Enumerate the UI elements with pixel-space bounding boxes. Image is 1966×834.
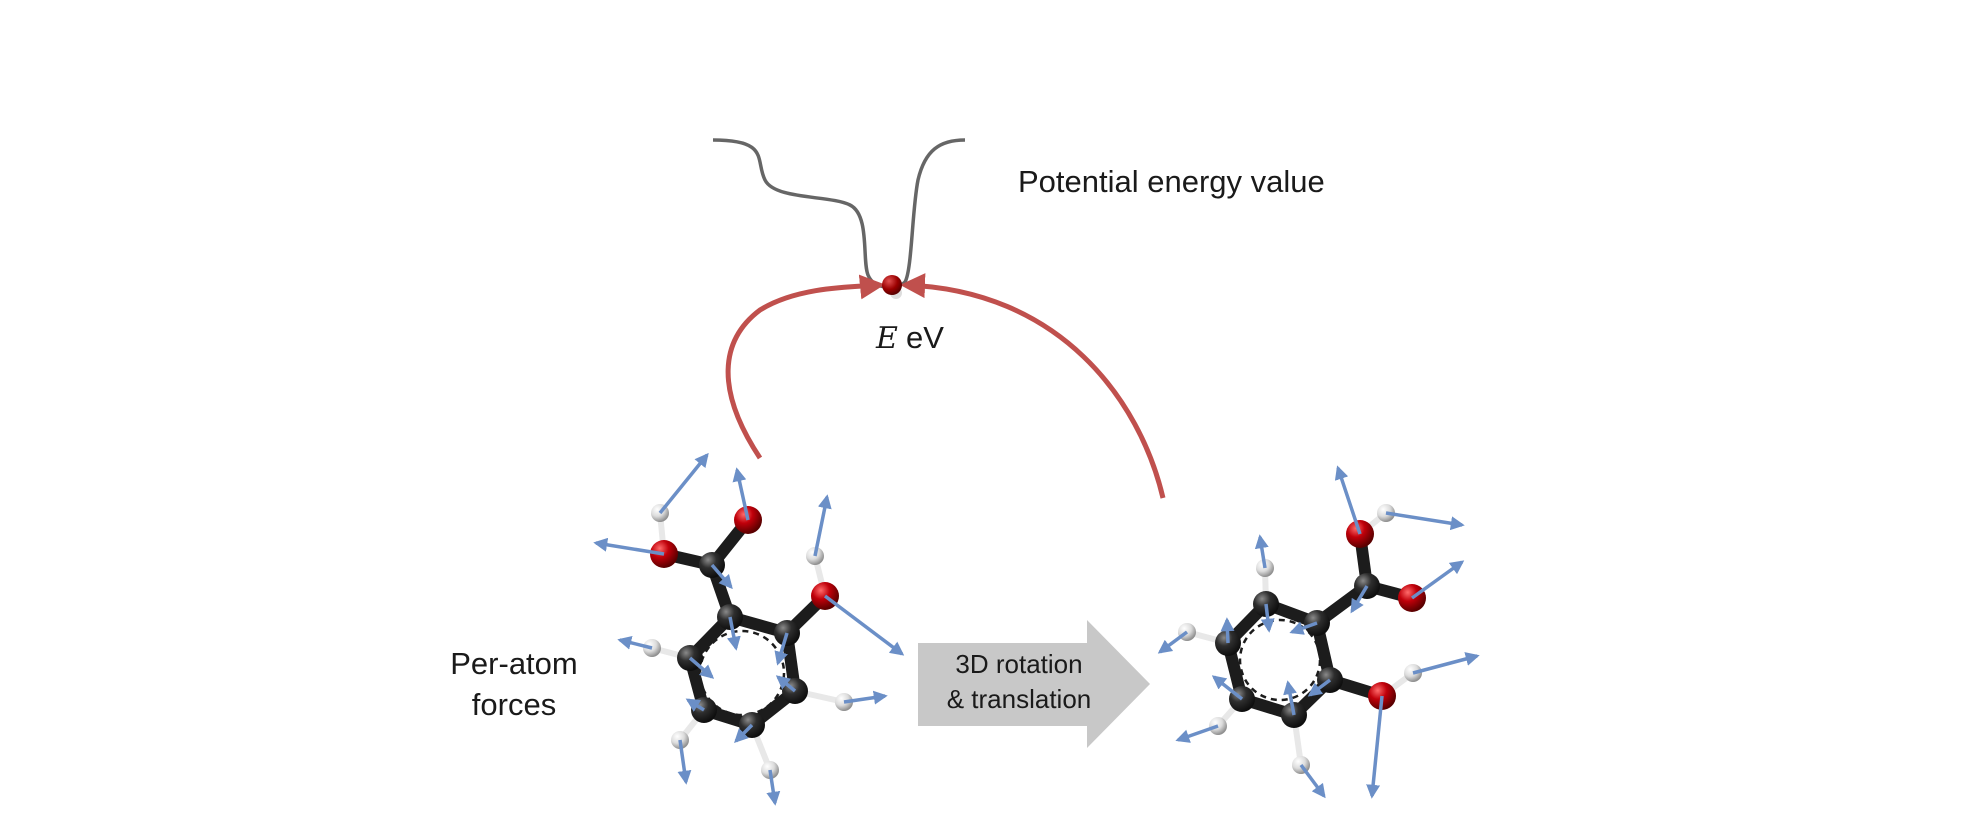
force-arrow xyxy=(658,452,709,515)
energy-point xyxy=(882,275,902,295)
force-arrow xyxy=(843,690,888,705)
energy-unit: eV xyxy=(906,320,944,355)
force-arrow xyxy=(1289,621,1318,635)
molecule-right xyxy=(1178,504,1426,774)
transform-label-line2: & translation xyxy=(947,684,1092,714)
force-arrow xyxy=(1366,695,1384,799)
forces-label-line1: Per-atom xyxy=(450,646,577,681)
force-arrow xyxy=(734,723,754,743)
force-arrow xyxy=(813,494,832,557)
force-arrow xyxy=(685,698,705,712)
forces-left xyxy=(593,452,905,806)
force-arrow xyxy=(775,675,797,693)
force-arrow xyxy=(1260,603,1275,633)
molecule-left xyxy=(643,504,853,779)
force-arrow xyxy=(1385,511,1465,531)
force-arrow xyxy=(1307,678,1332,697)
forces-label-line2: forces xyxy=(472,687,556,722)
force-arrow xyxy=(1350,585,1369,614)
force-arrow xyxy=(1410,560,1465,600)
force-arrow xyxy=(766,769,781,806)
force-arrow xyxy=(710,563,733,590)
force-arrow xyxy=(617,635,653,650)
force-arrow xyxy=(774,632,789,666)
energy-arrow-left xyxy=(725,274,885,460)
force-arrow xyxy=(726,616,741,651)
force-arrow xyxy=(688,656,715,679)
force-arrow xyxy=(1211,675,1244,701)
force-arrow xyxy=(1412,652,1480,675)
force-arrow xyxy=(1175,724,1219,743)
force-arrow xyxy=(1283,680,1297,716)
force-arrow xyxy=(823,594,905,656)
force-arrow xyxy=(593,537,665,556)
force-arrow xyxy=(1220,617,1235,644)
force-arrow xyxy=(1157,630,1189,654)
force-arrow xyxy=(732,467,750,521)
force-arrow xyxy=(1334,465,1362,535)
potential-energy-curve xyxy=(712,138,966,289)
transform-arrow xyxy=(918,620,1150,748)
forces-right xyxy=(1157,465,1480,799)
energy-symbol: E xyxy=(875,321,898,356)
energy-title: Potential energy value xyxy=(1018,164,1325,199)
transform-label-line1: 3D rotation xyxy=(955,649,1082,679)
force-arrow xyxy=(1299,763,1326,799)
energy-arrow-right xyxy=(900,273,1166,499)
force-arrow xyxy=(677,739,692,785)
force-arrow xyxy=(1254,534,1269,569)
